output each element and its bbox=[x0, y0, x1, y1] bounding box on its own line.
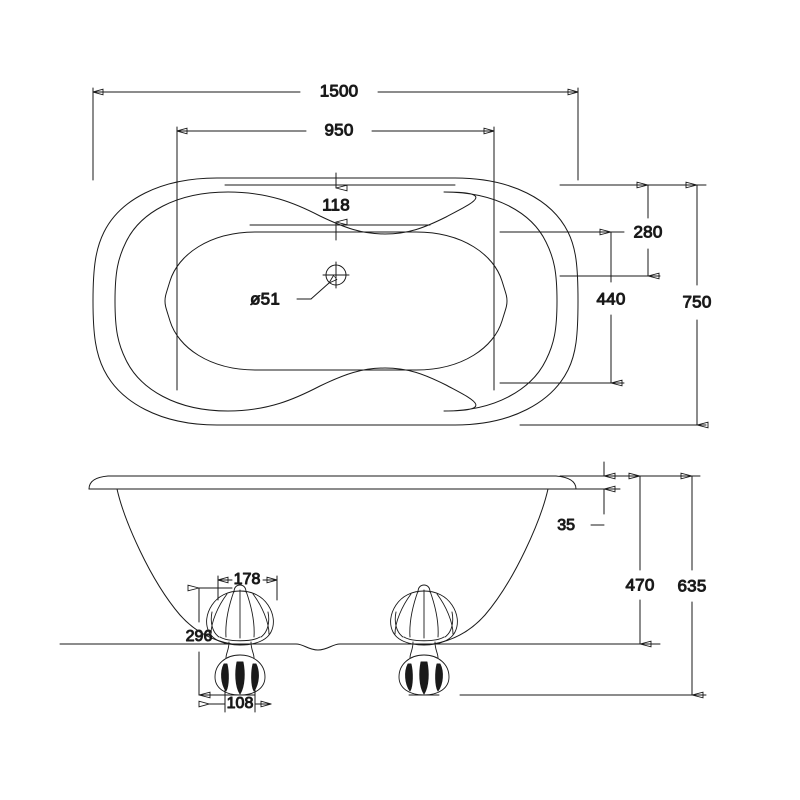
drain-leader-line bbox=[310, 283, 329, 300]
claw-foot-left-crown bbox=[233, 584, 247, 593]
dim-118-group: 118 bbox=[224, 172, 456, 241]
claw-foot-right-talon-right bbox=[435, 663, 443, 692]
claw-foot-left-talon-right bbox=[251, 663, 259, 692]
claw-foot-left-talon-left bbox=[221, 663, 229, 692]
claw-foot-left-rib-3 bbox=[210, 593, 228, 635]
claw-foot-right-inner-arc-right bbox=[444, 611, 454, 638]
claw-foot-right-rib-4 bbox=[436, 593, 454, 635]
claw-foot-right-shell bbox=[390, 590, 458, 646]
claw-foot-left-inner-arc-left bbox=[210, 611, 220, 638]
dim-440-label: 440 bbox=[597, 289, 626, 308]
claw-foot-right-ankle bbox=[409, 641, 439, 659]
dim-440-group: 440 bbox=[499, 228, 626, 387]
tub-underside-contour bbox=[231, 643, 434, 651]
claw-foot-left-rib-4 bbox=[252, 593, 270, 635]
claw-foot-left-talon-center bbox=[235, 661, 245, 695]
claw-foot-right-talon-center bbox=[419, 661, 429, 695]
dim-1500-group: 1500 bbox=[92, 81, 579, 181]
dim-950-label: 950 bbox=[325, 120, 354, 139]
dim-950-group: 950 bbox=[176, 120, 495, 391]
claw-foot-left-lower-band bbox=[219, 636, 261, 642]
claw-foot-right bbox=[390, 584, 458, 696]
plan-view-group: ø51 1500 950 118 bbox=[92, 81, 712, 429]
dim-280-label: 280 bbox=[634, 222, 663, 241]
dim-178-label: 178 bbox=[234, 571, 261, 588]
claw-foot-left-rib-2 bbox=[245, 590, 255, 638]
tub-body-right-wall bbox=[432, 488, 549, 645]
tub-rim-profile bbox=[88, 475, 577, 490]
dim-35-label: 35 bbox=[557, 517, 575, 534]
drain-leader-group bbox=[296, 283, 329, 300]
dim-108-group: 108 bbox=[209, 689, 272, 713]
claw-foot-right-crown bbox=[417, 584, 431, 593]
tub-basin-outline bbox=[164, 231, 508, 371]
tub-inner-rim-outline bbox=[114, 191, 558, 412]
dim-296-group: 296 bbox=[185, 584, 233, 699]
dim-750-label: 750 bbox=[683, 292, 712, 311]
dim-1500-label: 1500 bbox=[320, 81, 359, 100]
claw-foot-left-ankle bbox=[225, 641, 255, 659]
dim-178-group: 178 bbox=[217, 571, 278, 601]
claw-foot-right-rib-3 bbox=[394, 593, 412, 635]
claw-foot-right-rib-2 bbox=[429, 590, 439, 638]
dim-280-group: 280 bbox=[559, 181, 707, 280]
elevation-view-group: 178 296 108 35 bbox=[59, 461, 707, 713]
claw-foot-left-shell bbox=[206, 590, 274, 646]
claw-foot-right-inner-arc-left bbox=[394, 611, 404, 638]
tub-body-left-wall bbox=[116, 488, 233, 645]
claw-foot-left-inner-arc-right bbox=[260, 611, 270, 638]
claw-foot-right-rib-1 bbox=[409, 590, 419, 638]
drain-diameter-label: ø51 bbox=[250, 289, 280, 308]
dim-296-label: 296 bbox=[186, 628, 213, 645]
dim-108-label: 108 bbox=[227, 695, 254, 712]
dim-470-label: 470 bbox=[626, 575, 655, 594]
dim-35-group: 35 bbox=[557, 461, 621, 535]
claw-foot-left-rib-1 bbox=[225, 590, 235, 638]
dim-470-group: 470 bbox=[479, 472, 701, 648]
dim-118-label: 118 bbox=[322, 195, 350, 214]
dim-635-label: 635 bbox=[678, 576, 707, 595]
claw-foot-right-talon-left bbox=[405, 663, 413, 692]
claw-foot-left bbox=[206, 584, 274, 696]
dim-750-group: 750 bbox=[519, 181, 712, 429]
tub-outer-rim-outline bbox=[92, 177, 579, 426]
claw-foot-right-lower-band bbox=[403, 636, 445, 642]
dim-635-group: 635 bbox=[459, 472, 707, 699]
